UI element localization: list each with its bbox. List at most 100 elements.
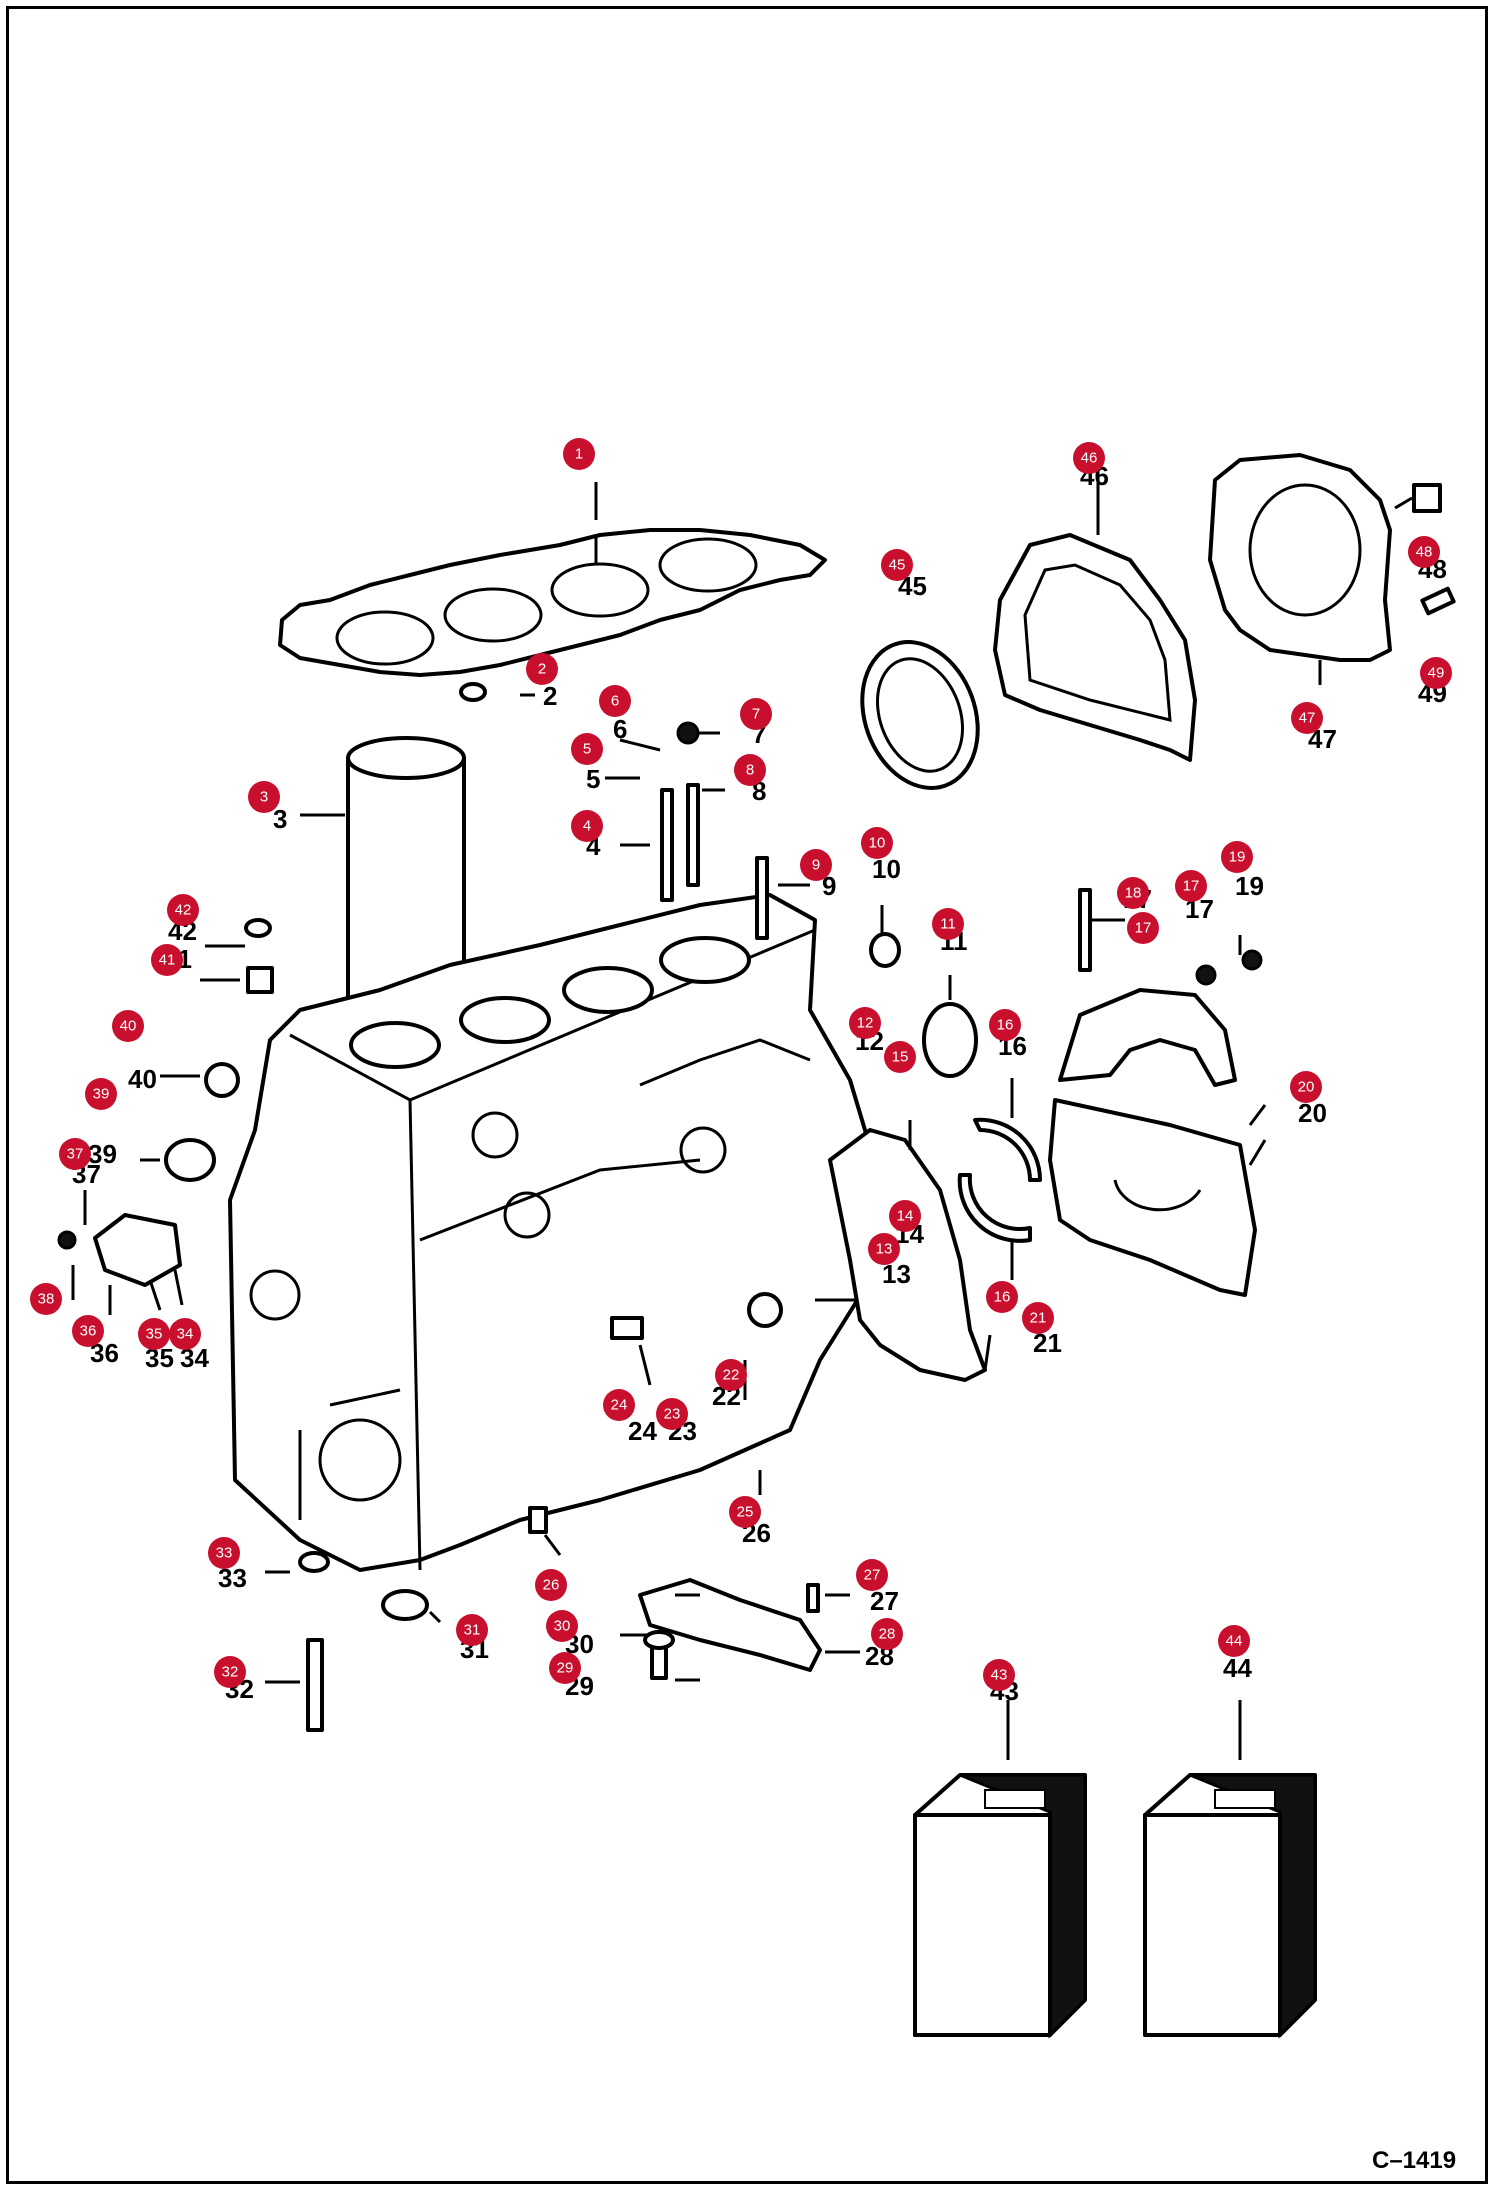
rear-end-plate-drawing	[1208, 453, 1392, 662]
svg-text:43: 43	[991, 1667, 1008, 1684]
part-number: 3	[273, 804, 287, 834]
callout-badge: 31	[456, 1614, 488, 1646]
callout-badge: 46	[1073, 442, 1105, 474]
svg-text:19: 19	[1229, 849, 1246, 866]
page-frame	[6, 6, 1488, 2184]
callout-badge: 12	[849, 1007, 881, 1039]
svg-text:16: 16	[994, 1289, 1011, 1306]
callout-badge: 23	[656, 1398, 688, 1430]
part-number: 6	[613, 714, 627, 744]
callout-badge: 34	[169, 1318, 201, 1350]
svg-text:15: 15	[892, 1049, 909, 1066]
svg-text:6: 6	[611, 693, 619, 710]
svg-text:31: 31	[464, 1622, 481, 1639]
gasket-kit-box-43-drawing	[913, 1773, 1087, 2039]
callout-badge: 41	[151, 944, 183, 976]
callout-badge: 26	[535, 1569, 567, 1601]
svg-text:49: 49	[1428, 665, 1445, 682]
callout-badge: 43	[983, 1659, 1015, 1691]
svg-text:37: 37	[67, 1146, 84, 1163]
callout-badge: 45	[881, 549, 913, 581]
cylinder-block-drawing	[228, 893, 882, 1572]
svg-text:35: 35	[146, 1326, 163, 1343]
part-number: 19	[1235, 871, 1264, 901]
svg-text:1: 1	[575, 446, 583, 463]
svg-text:34: 34	[177, 1326, 194, 1343]
callout-badge: 16	[986, 1281, 1018, 1313]
svg-text:10: 10	[869, 835, 886, 852]
svg-text:14: 14	[897, 1208, 914, 1225]
svg-text:25: 25	[737, 1504, 754, 1521]
part-number: 40	[128, 1064, 157, 1094]
callout-badge: 16	[989, 1009, 1021, 1041]
thrust-washers-drawing	[957, 1117, 1043, 1243]
svg-text:24: 24	[611, 1397, 628, 1414]
svg-text:18: 18	[1125, 885, 1142, 902]
rear-bearing-housing-drawing	[1048, 988, 1257, 1297]
svg-text:38: 38	[38, 1291, 55, 1308]
callout-badge: 21	[1022, 1302, 1054, 1334]
callout-badge: 39	[85, 1078, 117, 1110]
svg-text:5: 5	[583, 741, 591, 758]
callout-badge: 20	[1290, 1071, 1322, 1103]
callout-badge: 30	[546, 1610, 578, 1642]
svg-text:28: 28	[879, 1626, 896, 1643]
svg-text:4: 4	[583, 818, 591, 835]
callout-badge: 35	[138, 1318, 170, 1350]
svg-text:7: 7	[752, 706, 760, 723]
callout-badge: 10	[861, 827, 893, 859]
svg-text:39: 39	[93, 1086, 110, 1103]
callout-badge: 8	[734, 754, 766, 786]
part-number: 44	[1223, 1653, 1252, 1683]
callout-badge: 7	[740, 698, 772, 730]
part-number: 2	[543, 681, 557, 711]
svg-text:26: 26	[543, 1577, 560, 1594]
part-number: 5	[586, 764, 600, 794]
svg-text:29: 29	[557, 1660, 574, 1677]
part-number: 39	[88, 1139, 117, 1169]
callout-badge: 17	[1175, 870, 1207, 902]
callout-badge: 40	[112, 1010, 144, 1042]
callout-badge: 49	[1420, 657, 1452, 689]
svg-text:22: 22	[723, 1367, 740, 1384]
callout-badge: 33	[208, 1537, 240, 1569]
svg-text:17: 17	[1135, 920, 1152, 937]
svg-text:44: 44	[1226, 1633, 1243, 1650]
callout-badge: 29	[549, 1652, 581, 1684]
callout-badge: 5	[571, 733, 603, 765]
callout-badge: 24	[603, 1389, 635, 1421]
callout-badge: 48	[1408, 536, 1440, 568]
callout-badge: 18	[1117, 877, 1149, 909]
part-number: 10	[872, 854, 901, 884]
svg-text:41: 41	[159, 952, 176, 969]
callout-badge: 42	[167, 894, 199, 926]
svg-text:17: 17	[1183, 878, 1200, 895]
svg-text:27: 27	[864, 1567, 881, 1584]
small-hardware-drawing	[57, 483, 1456, 1732]
callout-badge: 2	[526, 653, 558, 685]
gasket-kit-box-44-drawing	[1143, 1773, 1317, 2039]
callout-badge: 1	[563, 438, 595, 470]
callout-badge: 38	[30, 1283, 62, 1315]
svg-text:36: 36	[80, 1323, 97, 1340]
svg-text:13: 13	[876, 1241, 893, 1258]
svg-text:23: 23	[664, 1406, 681, 1423]
callout-badge: 4	[571, 810, 603, 842]
part-number: 27	[870, 1586, 899, 1616]
svg-text:30: 30	[554, 1618, 571, 1635]
svg-text:48: 48	[1416, 544, 1433, 561]
callout-badge: 27	[856, 1559, 888, 1591]
callout-badge: 47	[1291, 702, 1323, 734]
svg-text:12: 12	[857, 1015, 874, 1032]
svg-text:40: 40	[120, 1018, 137, 1035]
callout-badge: 22	[715, 1359, 747, 1391]
leader-lines	[71, 469, 1413, 1760]
svg-text:8: 8	[746, 762, 754, 779]
svg-text:46: 46	[1081, 450, 1098, 467]
svg-text:20: 20	[1298, 1079, 1315, 1096]
callout-badge: 28	[871, 1618, 903, 1650]
callout-badge: 36	[72, 1315, 104, 1347]
svg-text:3: 3	[260, 789, 268, 806]
callout-badge: 9	[800, 849, 832, 881]
head-gasket-drawing	[278, 528, 827, 677]
